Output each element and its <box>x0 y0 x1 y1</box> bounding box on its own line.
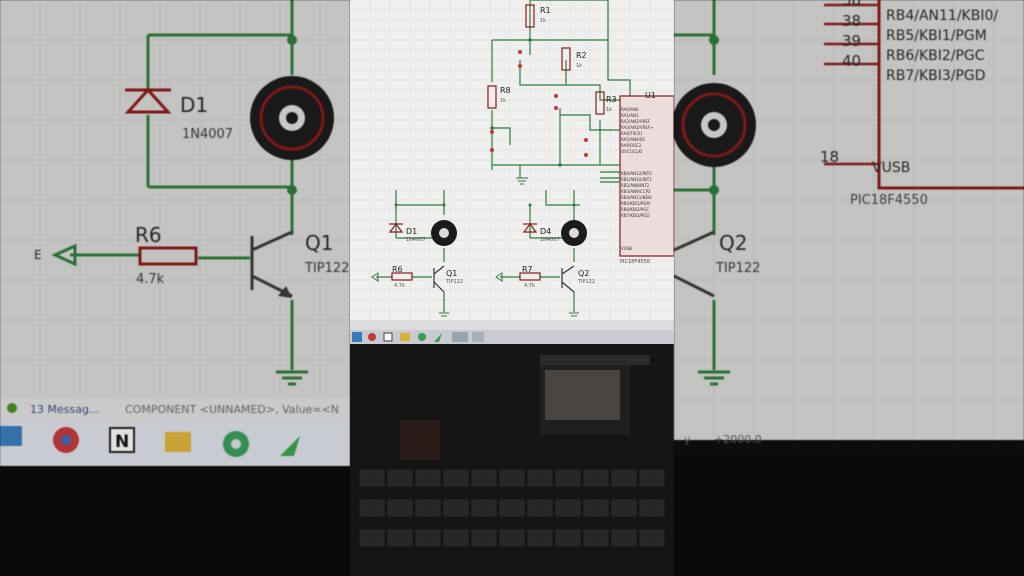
right-ic-part: PIC18F4550 <box>850 193 928 208</box>
notion-icon[interactable]: N <box>109 427 135 453</box>
laptop-photo: U1 RA0/AN0 RA1/AN1 RA2/AN2/VREF RA3/AN3/… <box>350 0 674 576</box>
r3-label: R3 <box>606 95 617 104</box>
center-schematic: U1 RA0/AN0 RA1/AN1 RA2/AN2/VREF RA3/AN3/… <box>350 0 674 576</box>
r8-label: R8 <box>500 86 511 95</box>
ic-pin-rb6: RB6/KBI2/PGC <box>621 207 649 212</box>
pin-label-1: RB5/KBI1/PGM <box>886 28 987 44</box>
app-green-icon[interactable] <box>280 436 300 456</box>
d4-part: 1N4007 <box>540 237 560 243</box>
ic-pin-ra4: RA4/T0CKI <box>621 131 642 136</box>
ic-pin-rb0: RB0/AN12/INT0 <box>621 171 652 176</box>
ic-pin-ra2: RA2/AN2/VREF <box>621 119 651 124</box>
messages-icon <box>7 403 17 413</box>
diode-part-label: 1N4007 <box>182 127 233 142</box>
transistor-ref-label: Q1 <box>305 231 333 255</box>
q2-part: TIP122 <box>577 279 595 285</box>
right-transistor-part: TIP122 <box>715 261 760 276</box>
chrome-icon[interactable] <box>53 427 79 453</box>
ic-pin-rb5: RB5/KBI1/PGM <box>621 201 650 206</box>
ic-pin-ra6: RA6/OSC2 <box>621 143 642 148</box>
ic-pin-vusb: VUSB <box>621 246 632 251</box>
left-zoom-panel: D1 1N4007 R6 4.7k Q1 TIP122 E 13 Messag.… <box>0 0 350 576</box>
right-zoom-panel: 38 38 39 40 18 RB4/AN11/KBI0/ RB5/KBI1/P… <box>674 0 1024 576</box>
file-explorer-icon[interactable] <box>165 432 191 452</box>
pin-label-3: RB7/KBI3/PGD <box>886 68 986 84</box>
transistor-part-label: TIP122 <box>304 261 349 276</box>
r2-value: 1k <box>576 63 582 69</box>
coord-readout: +2000.0 <box>714 433 762 446</box>
coord-axis: y <box>684 433 691 446</box>
vusb-pin-num: 18 <box>820 148 839 166</box>
d1-part: 1N4007 <box>406 237 426 243</box>
r8-value: 1k <box>500 98 506 104</box>
right-transistor-ref: Q2 <box>719 231 747 255</box>
resistor-value-label: 4.7k <box>136 272 165 287</box>
pin-label-0: RB4/AN11/KBI0/ <box>886 8 998 24</box>
pin-label-2: RB6/KBI2/PGC <box>886 48 985 64</box>
windows-icon[interactable] <box>0 426 22 446</box>
pin-num-2: 39 <box>842 32 861 50</box>
left-schematic: D1 1N4007 R6 4.7k Q1 TIP122 E 13 Messag.… <box>0 0 350 576</box>
ic-pin-rb7: RB7/KBI3/PGD <box>621 213 649 218</box>
ic-ref-label: U1 <box>645 91 656 100</box>
r3-value: 1k <box>606 107 612 113</box>
port-label: E <box>34 248 42 262</box>
r7-value: 4.7k <box>524 283 535 289</box>
component-status: COMPONENT <UNNAMED>, Value=<N <box>125 403 339 416</box>
r7-label: R7 <box>522 265 533 274</box>
q1-label: Q1 <box>446 269 457 278</box>
right-schematic: 38 38 39 40 18 RB4/AN11/KBI0/ RB5/KBI1/P… <box>674 0 1024 576</box>
ic-pin-osc1: OSC1/CLKI <box>621 149 642 154</box>
d4-label: D4 <box>540 227 551 236</box>
q2-label: Q2 <box>578 269 589 278</box>
ic-pin-ra1: RA1/AN1 <box>621 113 639 118</box>
diode-ref-label: D1 <box>180 93 208 117</box>
r6-value: 4.7k <box>394 283 405 289</box>
ic-pin-rb2: RB2/AN8/INT2 <box>621 183 650 188</box>
d1-label: D1 <box>406 227 417 236</box>
r1-value: 1k <box>540 18 546 24</box>
chrome-dev-icon[interactable] <box>223 431 249 457</box>
svg-text:N: N <box>115 432 129 452</box>
resistor-ref-label: R6 <box>135 223 162 247</box>
ic-part-label: PIC18F4550 <box>620 259 650 265</box>
r6-label: R6 <box>392 265 403 274</box>
q1-part: TIP122 <box>445 279 463 285</box>
ic-pin-ra3: RA3/AN3/VREF+ <box>621 125 654 130</box>
ic-pin-rb4: RB4/AN11/KBI0 <box>621 195 652 200</box>
vusb-label: VUSB <box>872 160 910 176</box>
ic-pin-ra0: RA0/AN0 <box>621 107 639 112</box>
ic-pin-rb3: RB3/AN9/CCP2 <box>621 189 651 194</box>
ic-pin-ra5: RA5/AN4/SS <box>621 137 645 142</box>
r2-label: R2 <box>576 51 587 60</box>
pin-num-1: 38 <box>842 12 861 30</box>
pin-num-3: 40 <box>842 52 861 70</box>
r1-label: R1 <box>540 6 551 15</box>
pin-num-0: 38 <box>842 0 861 9</box>
ic-pin-rb1: RB1/AN10/INT1 <box>621 177 652 182</box>
messages-count[interactable]: 13 Messag... <box>30 403 99 416</box>
